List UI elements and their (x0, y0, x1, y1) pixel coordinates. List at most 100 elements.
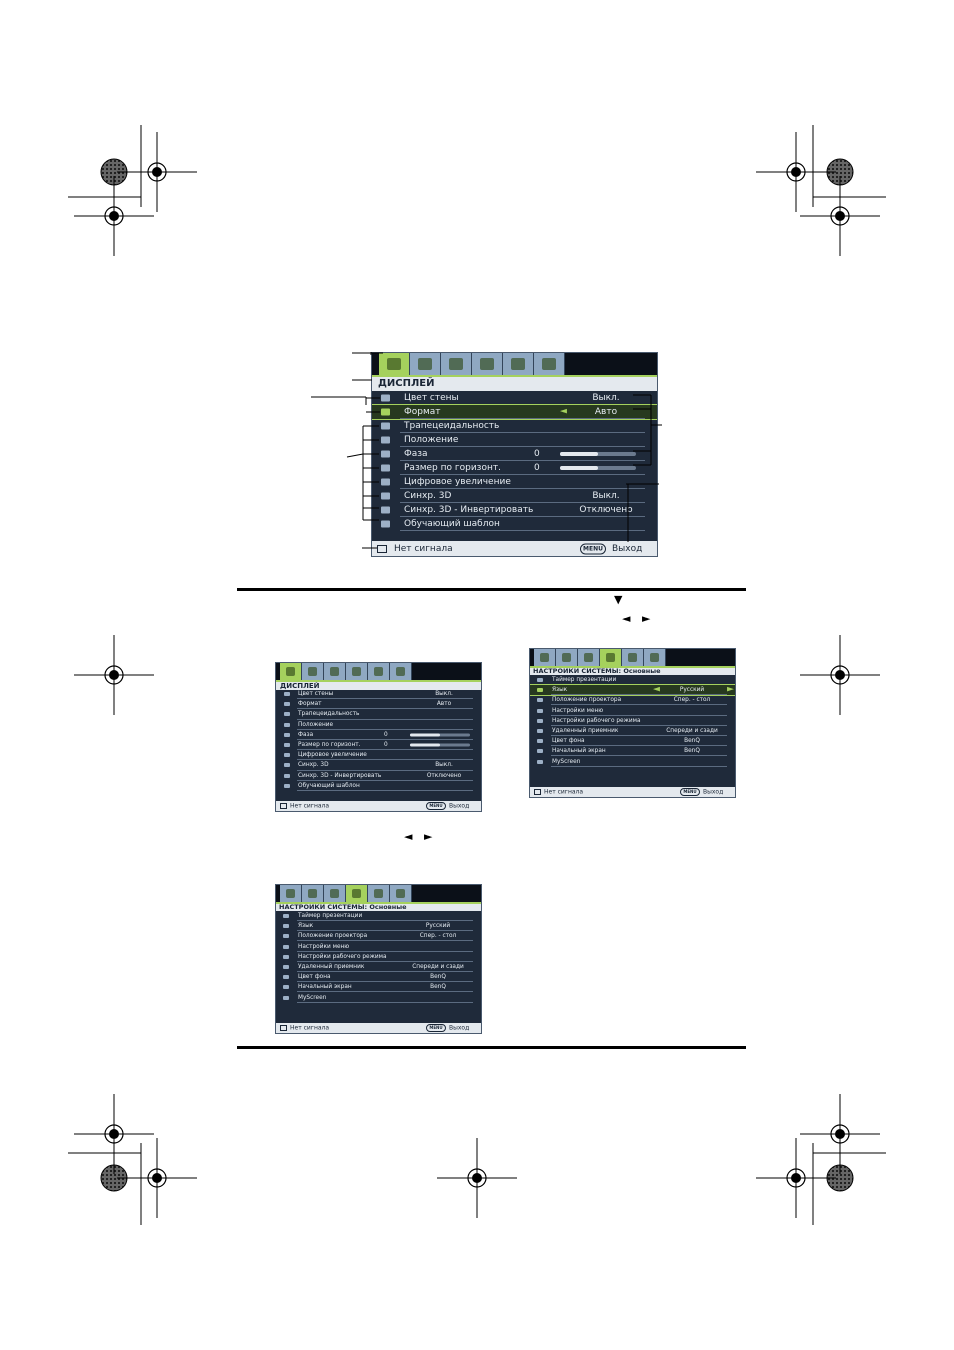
information-tab-icon[interactable] (390, 885, 412, 902)
display-tab-icon[interactable] (280, 885, 302, 902)
menu-item[interactable]: Размер по горизонт.0 (372, 461, 657, 475)
system-basic-tab-icon[interactable] (346, 885, 368, 902)
value-slider[interactable] (410, 733, 470, 737)
picture-tab-icon[interactable] (302, 663, 324, 680)
menu-item[interactable]: Положение (372, 433, 657, 447)
menu-item[interactable]: MyScreen (530, 757, 735, 767)
menu-item[interactable]: Настройки меню (530, 706, 735, 716)
presentation-timer-icon (283, 914, 289, 919)
menu-item[interactable]: Цифровое увеличение (276, 750, 481, 761)
menu-item-label: Синхр. 3D (298, 762, 329, 769)
phase-icon (284, 732, 290, 737)
value-slider[interactable] (560, 466, 636, 470)
system-basic-tab-icon[interactable] (472, 353, 503, 375)
input-source-icon (534, 789, 541, 795)
menu-item[interactable]: Размер по горизонт.0 (276, 740, 481, 751)
row-divider (297, 789, 473, 791)
menu-item-label: Удаленный приемник (298, 964, 365, 971)
system-advanced-tab-icon[interactable] (368, 885, 390, 902)
menu-item[interactable]: Трапецеидальность (372, 419, 657, 433)
arrow-left-icon[interactable]: ◄ (653, 684, 660, 695)
exit-label[interactable]: Выход (612, 543, 643, 554)
row-divider (297, 769, 473, 771)
source-tab-icon[interactable] (324, 885, 346, 902)
menu-item[interactable]: MyScreen (276, 993, 481, 1003)
row-divider (297, 930, 473, 932)
picture-tab-icon[interactable] (556, 649, 578, 666)
information-tab-icon[interactable] (644, 649, 666, 666)
language-icon (283, 924, 289, 929)
aspect-ratio-icon (381, 408, 390, 416)
value-slider[interactable] (410, 743, 470, 747)
exit-label[interactable]: Выход (703, 788, 724, 796)
menu-item[interactable]: Настройки меню (276, 942, 481, 952)
source-tab-icon[interactable] (324, 663, 346, 680)
picture-tab-icon[interactable] (302, 885, 324, 902)
system-basic-tab-icon[interactable] (346, 663, 368, 680)
menu-item-value: BenQ (430, 974, 446, 981)
menu-item[interactable]: Настройки рабочего режима (530, 716, 735, 726)
menu-item[interactable]: Трапецеидальность (276, 709, 481, 720)
row-divider (400, 460, 645, 461)
menu-item[interactable]: Положение (276, 720, 481, 730)
menu-title: НАСТРОЙКИ СИСТЕМЫ: Основные (276, 902, 481, 911)
system-basic-tab-icon[interactable] (600, 649, 622, 666)
registration-crosshair-icon (799, 634, 881, 716)
system-advanced-tab-icon[interactable] (368, 663, 390, 680)
arrow-right-icon[interactable]: ► (727, 684, 734, 695)
menu-item[interactable]: Настройки рабочего режима (276, 952, 481, 962)
background-color-icon (537, 739, 543, 744)
menu-item-value: Спереди и сзади (666, 728, 718, 735)
information-tab-icon[interactable] (534, 353, 565, 375)
arrow-left-icon[interactable]: ◄ (560, 406, 567, 417)
source-tab-icon[interactable] (578, 649, 600, 666)
information-tab-icon[interactable] (390, 663, 412, 680)
row-divider (297, 960, 473, 962)
exit-label[interactable]: Выход (449, 802, 470, 810)
menu-item[interactable]: Обучающий шаблон (372, 517, 657, 531)
source-tab-icon[interactable] (441, 353, 472, 375)
menu-item[interactable]: Обучающий шаблон (276, 781, 481, 791)
menu-item-label: MyScreen (552, 758, 581, 765)
display-tab-icon[interactable] (534, 649, 556, 666)
menu-title: ДИСПЛЕЙ (372, 375, 657, 391)
row-divider (551, 765, 727, 767)
row-divider (551, 704, 727, 706)
menu-item[interactable]: Цифровое увеличение (372, 475, 657, 489)
exit-label[interactable]: Выход (449, 1024, 470, 1032)
menu-key-icon: MENU (426, 802, 446, 810)
menu-item-label: Фаза (404, 449, 428, 459)
picture-tab-icon[interactable] (410, 353, 441, 375)
teaching-template-icon (284, 783, 290, 788)
display-tab-icon[interactable] (280, 663, 302, 680)
registration-crosshair-icon (436, 1137, 518, 1219)
keystone-icon (284, 712, 290, 717)
system-advanced-tab-icon[interactable] (622, 649, 644, 666)
system-advanced-tab-icon[interactable] (503, 353, 534, 375)
menu-item[interactable]: Таймер презентации (276, 911, 481, 922)
row-divider (400, 474, 645, 475)
menu-item[interactable]: Таймер презентации (530, 675, 735, 686)
value-slider[interactable] (560, 452, 636, 456)
display-tab-icon[interactable] (379, 353, 410, 375)
